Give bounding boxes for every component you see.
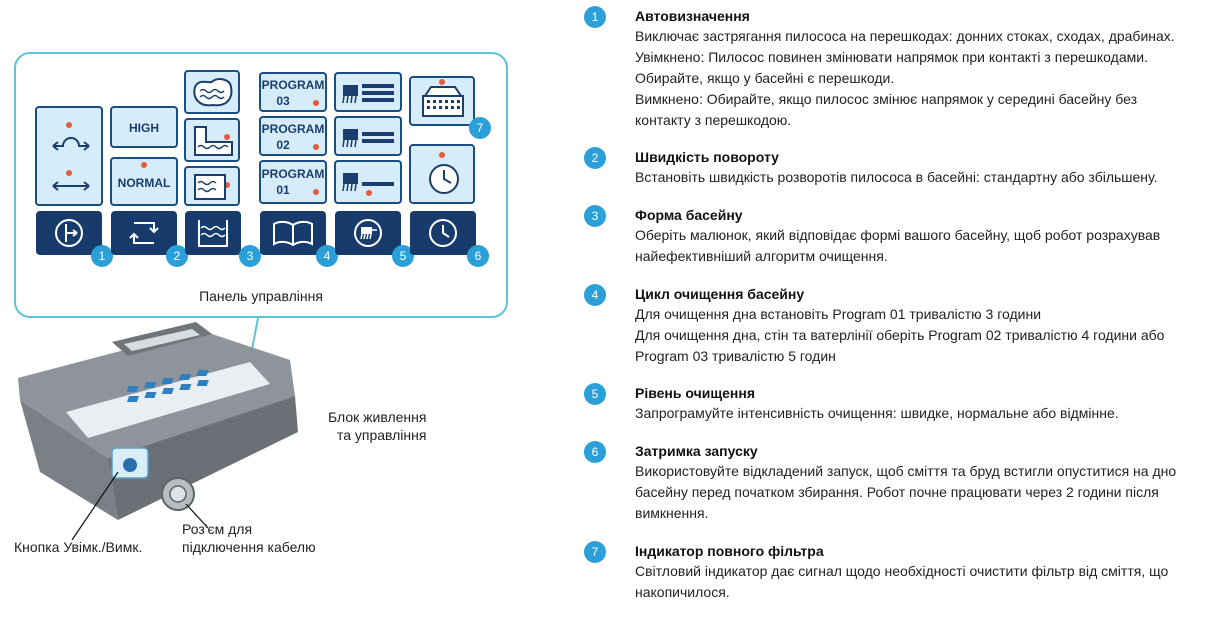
program-01-label: PROGRAM [261, 167, 325, 181]
reverse-arrow-icon [52, 137, 90, 151]
speed-high-indicator: HIGH [110, 106, 178, 148]
item-6-badge: 6 [584, 441, 606, 463]
cleaning-level-2 [334, 116, 402, 156]
pool-shape-freeform [184, 70, 240, 114]
item-7-line: накопичилося. [635, 584, 730, 600]
program-01-indicator: PROGRAM 01 [259, 160, 327, 204]
power-unit-label: Блок живлення та управління [328, 408, 426, 444]
item-4-body: Для очищення дна встановіть Program 01 т… [635, 304, 1211, 367]
speed-normal-indicator: NORMAL [110, 157, 178, 206]
item-1-line: Обирайте, якщо у басейні є перешкоди. [635, 70, 895, 86]
badge-1: 1 [91, 245, 113, 267]
power-supply-unit-image [18, 317, 298, 541]
l-shape-pool-icon [194, 126, 233, 156]
program-03-number: 03 [276, 94, 290, 108]
filter-full-indicator [409, 76, 475, 126]
cleaning-level-button[interactable] [335, 211, 401, 255]
auto-detect-indicator [35, 106, 103, 206]
item-6-line: вимкнення. [635, 505, 709, 521]
rotate-icon [129, 222, 159, 244]
item-7-body: Світловий індикатор дає сигнал щодо необ… [635, 561, 1211, 603]
pool-water-icon [198, 220, 228, 247]
badge-2: 2 [166, 245, 188, 267]
program-02-indicator: PROGRAM 02 [259, 116, 327, 156]
panel-caption: Панель управління [199, 288, 323, 304]
cable-label-line1: Роз'єм для [182, 521, 253, 537]
item-3-title: Форма басейну [635, 207, 743, 223]
program-button[interactable] [260, 211, 326, 255]
freeform-pool-icon [193, 78, 233, 107]
obstacle-icon [55, 219, 83, 247]
item-1-line: Виключає застрягання пилососа на перешко… [635, 28, 1175, 44]
program-03-indicator: PROGRAM 03 [259, 72, 327, 112]
item-5-line: Запрограмуйте інтенсивність очищення: шв… [635, 405, 1119, 421]
item-4-badge: 4 [584, 284, 606, 306]
cleaning-level-1 [334, 160, 402, 204]
badge-3: 3 [239, 245, 261, 267]
brush-circle-icon [354, 219, 382, 247]
clock-icon [429, 164, 459, 194]
control-panel: 1 HIGH NORMAL 2 [14, 52, 508, 318]
badge-5: 5 [392, 245, 414, 267]
item-2-body: Встановіть швидкість розворотів пилососа… [635, 167, 1211, 188]
pool-shape-rectangle [184, 166, 240, 206]
cable-connector-label: Роз'єм для підключення кабелю [182, 520, 316, 556]
straight-arrow-icon [52, 181, 90, 191]
book-icon [273, 220, 313, 247]
badge-7: 7 [469, 117, 491, 139]
badge-6: 6 [467, 245, 489, 267]
item-5-badge: 5 [584, 383, 606, 405]
brush-fast-icon [342, 173, 394, 192]
item-6-line: басейну перед початком збирання. Робот п… [635, 484, 1159, 500]
item-1-badge: 1 [584, 6, 606, 28]
power-unit-label-line2: та управління [336, 427, 427, 443]
item-1-line: Увімкнено: Пилосос повинен змінювати нап… [635, 49, 1148, 65]
speed-high-label: HIGH [129, 121, 159, 135]
item-1-line: контакту з перешкодою. [635, 112, 792, 128]
brush-normal-icon [342, 129, 394, 148]
item-5-body: Запрограмуйте інтенсивність очищення: шв… [635, 403, 1211, 424]
power-button-label: Кнопка Увімк./Вимк. [14, 539, 143, 555]
item-6-title: Затримка запуску [635, 443, 758, 459]
item-3-badge: 3 [584, 205, 606, 227]
item-3-body: Оберіть малюнок, який відповідає формі в… [635, 225, 1211, 267]
item-1-title: Автовизначення [635, 8, 750, 24]
cleaning-level-3 [334, 72, 402, 112]
program-01-number: 01 [276, 183, 290, 197]
brush-max-icon [342, 84, 394, 104]
item-3-line: Оберіть малюнок, який відповідає формі в… [635, 227, 1161, 243]
program-03-label: PROGRAM [261, 78, 325, 92]
pool-shape-lshape [184, 118, 240, 162]
turn-speed-button[interactable] [111, 211, 177, 255]
auto-detect-button[interactable] [36, 211, 102, 255]
cable-label-line2: підключення кабелю [182, 539, 316, 555]
item-6-body: Використовуйте відкладений запуск, щоб с… [635, 461, 1211, 524]
rectangle-pool-icon [194, 174, 226, 200]
item-4-title: Цикл очищення басейну [635, 286, 805, 302]
program-02-label: PROGRAM [261, 122, 325, 136]
item-2-badge: 2 [584, 147, 606, 169]
timer-icon [429, 219, 457, 247]
program-02-number: 02 [276, 138, 290, 152]
filter-icon [422, 86, 464, 117]
item-1-body: Виключає застрягання пилососа на перешко… [635, 26, 1211, 131]
item-4-line: Для очищення дна, стін та ватерлінії обе… [635, 327, 1165, 343]
item-6-line: Використовуйте відкладений запуск, щоб с… [635, 463, 1177, 479]
item-4-line: Для очищення дна встановіть Program 01 т… [635, 306, 1042, 322]
delay-indicator [409, 144, 475, 204]
power-unit-label-line1: Блок живлення [328, 409, 427, 425]
speed-normal-label: NORMAL [117, 176, 171, 190]
item-3-line: найефективніший алгоритм очищення. [635, 248, 888, 264]
badge-4: 4 [316, 245, 338, 267]
item-5-title: Рівень очищення [635, 385, 756, 401]
item-1-line: Вимкнено: Обирайте, якщо пилосос змінює … [635, 91, 1138, 107]
pool-shape-button[interactable] [185, 211, 241, 255]
item-2-title: Швидкість повороту [635, 149, 779, 165]
item-7-badge: 7 [584, 541, 606, 563]
item-7-title: Індикатор повного фільтра [635, 543, 824, 559]
item-4-line: Program 03 тривалістю 5 годин [635, 348, 836, 364]
item-2-line: Встановіть швидкість розворотів пилососа… [635, 169, 1158, 185]
delay-button[interactable] [410, 211, 476, 255]
item-7-line: Світловий індикатор дає сигнал щодо необ… [635, 563, 1169, 579]
